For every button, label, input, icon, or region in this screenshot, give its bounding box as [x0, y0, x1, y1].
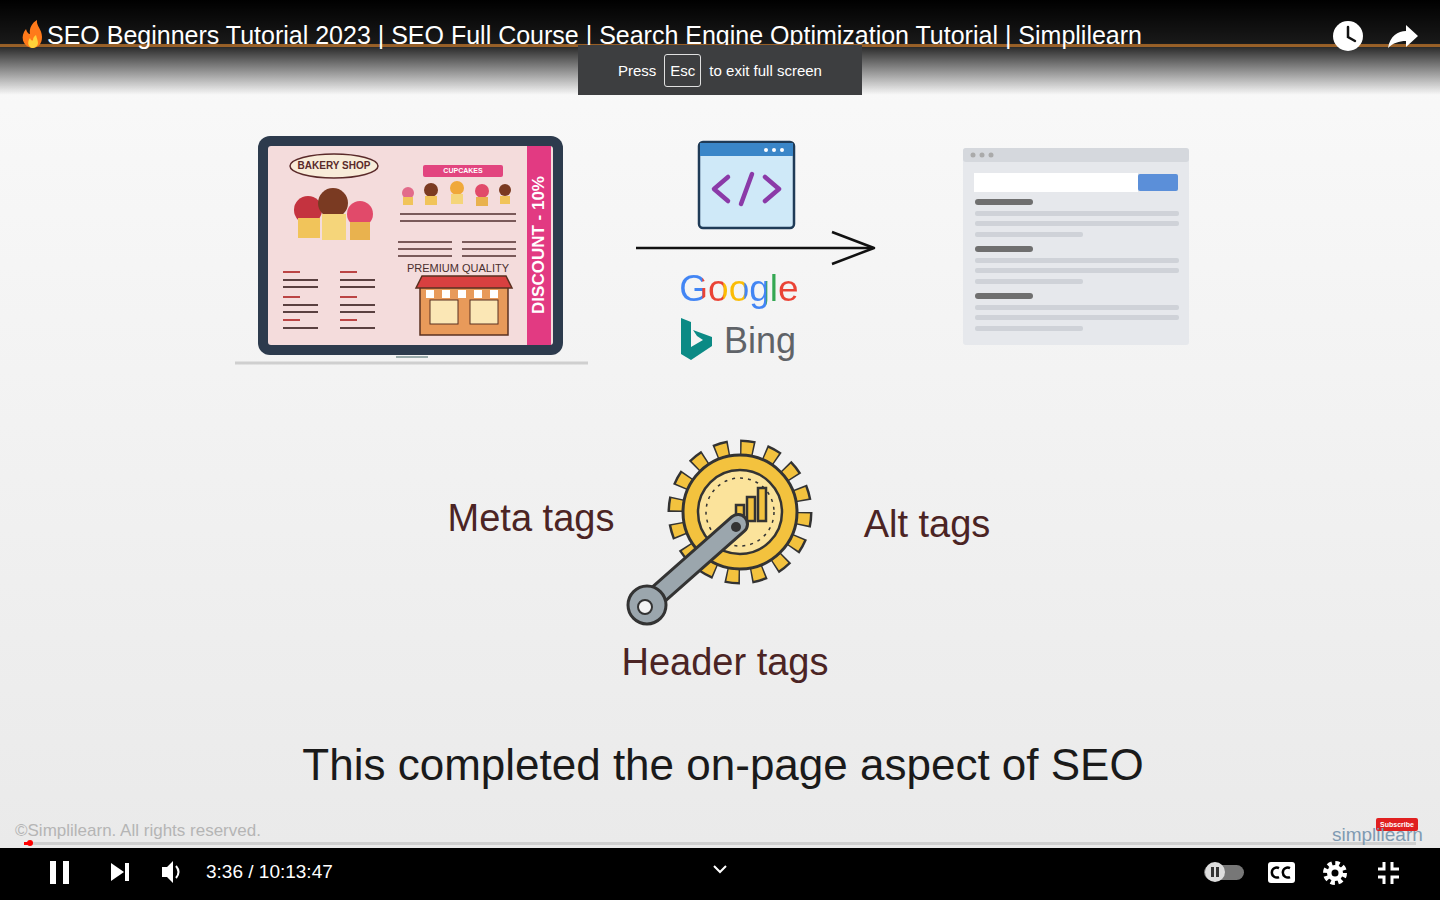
toast-text: Press: [618, 62, 656, 79]
discount-text: DISCOUNT - 10%: [529, 176, 549, 314]
time-display: 3:36 / 10:13:47: [206, 861, 333, 883]
key-box: Esc: [664, 54, 701, 87]
engine-name: Bing: [724, 320, 796, 361]
subscribe-badge: Subscribe: [1380, 820, 1414, 828]
caption-text: This completed the on-page aspect of SEO: [302, 740, 1143, 791]
copyright-watermark: ©Simplilearn. All rights reserved.: [15, 821, 261, 841]
tag-label: Header tags: [621, 641, 828, 685]
tag-label: Alt tags: [864, 503, 991, 547]
laptop-screen: BAKERY SHOP CUPCAKES PREMIUM QUALITY DISCOU…: [268, 146, 553, 345]
shop-logo-text: BAKERY SHOP: [298, 160, 371, 172]
toast-text: to exit full screen: [709, 62, 822, 79]
key-text: Esc: [670, 62, 695, 79]
banner-text: CUPCAKES: [443, 167, 482, 175]
tag-label: Meta tags: [448, 497, 615, 541]
engine-name: Google: [679, 268, 798, 311]
fullscreen-toast: Press Esc to exit full screen: [578, 45, 862, 95]
tagline-text: PREMIUM QUALITY: [407, 262, 509, 275]
